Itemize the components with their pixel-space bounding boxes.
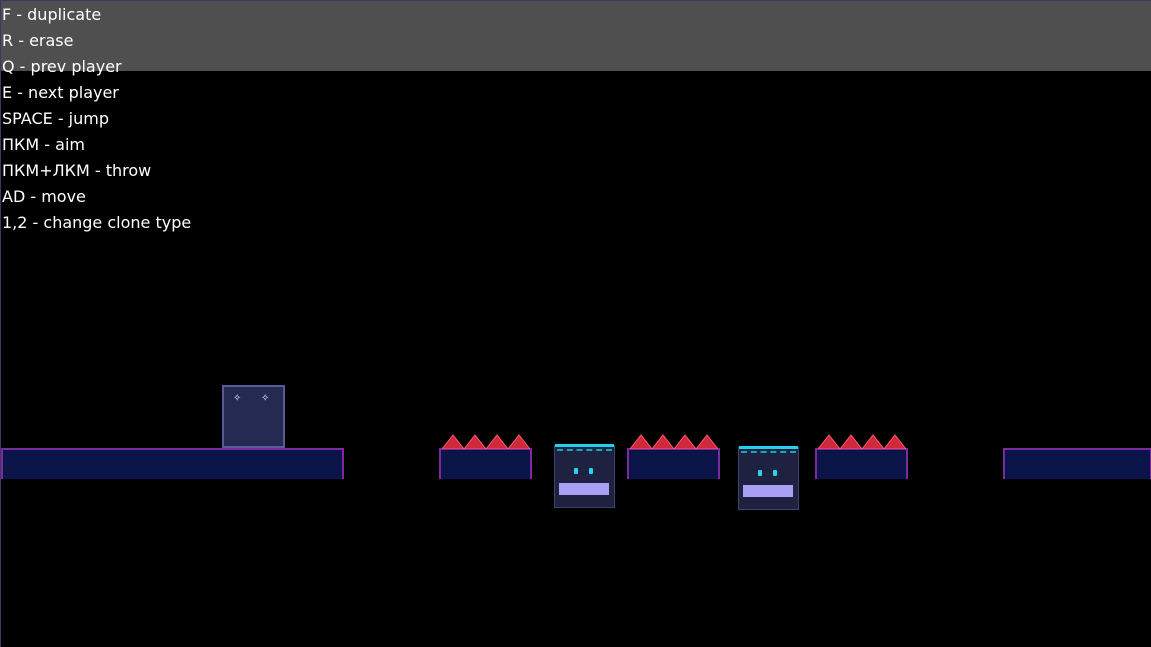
jump-pad-dash xyxy=(557,449,612,451)
control-hint-duplicate: F - duplicate xyxy=(2,5,102,24)
jump-pad-eye-icon xyxy=(574,468,578,474)
jump-pad-mouth xyxy=(743,485,793,497)
spikes-icon xyxy=(630,434,718,449)
jump-pad-dash xyxy=(741,451,796,453)
control-hint-throw: ПКМ+ЛКМ - throw xyxy=(2,161,152,180)
control-hint-prev-player: Q - prev player xyxy=(2,57,122,76)
control-hint-next-player: E - next player xyxy=(2,83,119,102)
jump-pad-top xyxy=(555,444,614,447)
player-eye-icon: ✧ xyxy=(261,393,270,404)
jump-pad-eye-icon xyxy=(758,470,762,476)
spikes-icon xyxy=(818,434,906,449)
control-hint-erase: R - erase xyxy=(2,31,74,50)
jump-pad-block xyxy=(554,444,615,508)
jump-pad-eye-icon xyxy=(773,470,777,476)
platform-3 xyxy=(627,448,720,479)
player-eye-icon: ✧ xyxy=(233,393,242,404)
control-hint-jump: SPACE - jump xyxy=(2,109,109,128)
jump-pad-eye-icon xyxy=(589,468,593,474)
control-hint-change-clone: 1,2 - change clone type xyxy=(2,213,192,232)
control-hint-move: AD - move xyxy=(2,187,86,206)
platform-2 xyxy=(439,448,532,479)
player-block[interactable]: ✧ ✧ xyxy=(222,385,285,448)
jump-pad-top xyxy=(739,446,798,449)
spikes-icon xyxy=(442,434,530,449)
controls-help-list: F - duplicate R - erase Q - prev player … xyxy=(2,2,191,236)
jump-pad-mouth xyxy=(559,483,609,495)
hint-banner xyxy=(1,1,1151,71)
platform-left xyxy=(1,448,344,479)
jump-pad-block xyxy=(738,446,799,510)
platform-4 xyxy=(815,448,908,479)
control-hint-aim: ПКМ - aim xyxy=(2,135,85,154)
platform-right xyxy=(1003,448,1151,479)
